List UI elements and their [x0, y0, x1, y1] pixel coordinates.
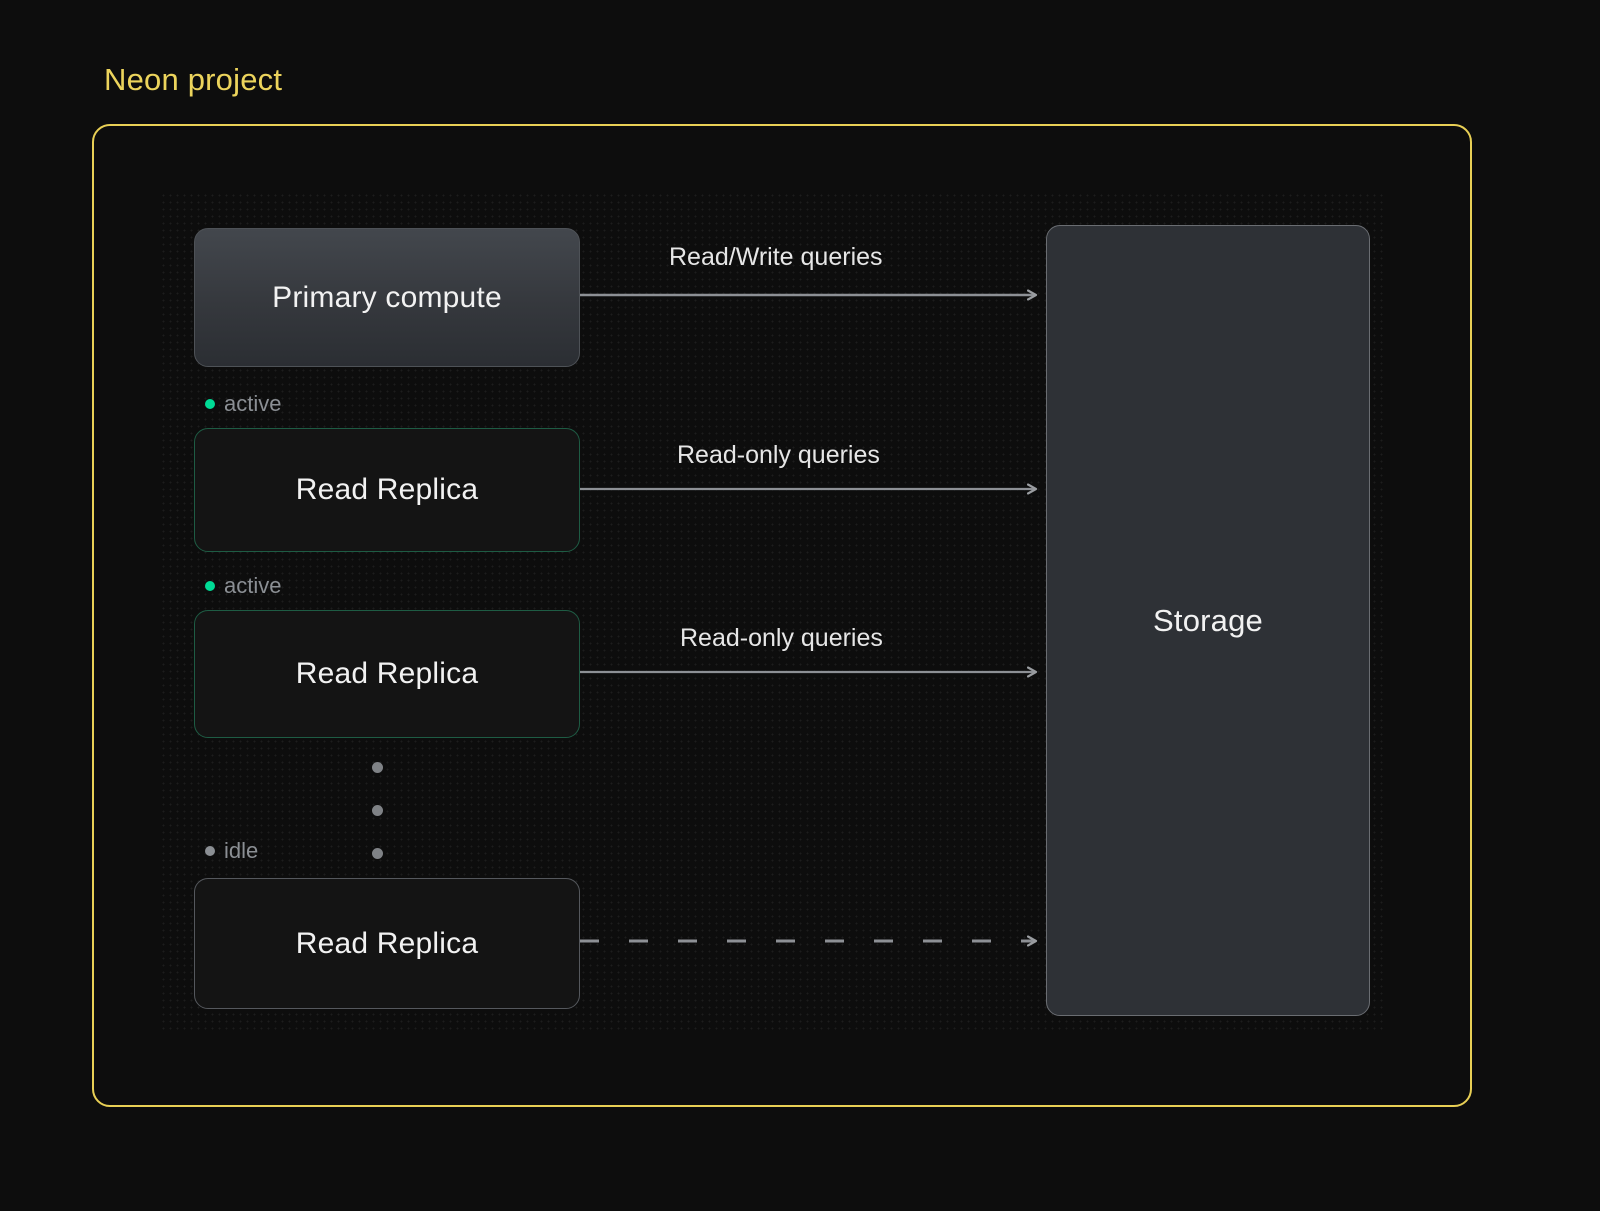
status-badge-replica-3: idle: [205, 838, 258, 864]
status-dot-idle-icon: [205, 846, 215, 856]
connector-label-read-write: Read/Write queries: [669, 243, 883, 271]
node-storage-label: Storage: [1153, 602, 1263, 638]
more-replicas-ellipsis-icon: [372, 762, 383, 859]
node-read-replica-3-label: Read Replica: [295, 926, 479, 960]
status-badge-replica-2: active: [205, 573, 281, 599]
node-primary-compute[interactable]: Primary compute: [194, 228, 580, 367]
node-primary-compute-label: Primary compute: [272, 280, 502, 314]
node-read-replica-1[interactable]: Read Replica: [194, 428, 580, 552]
ellipsis-dot: [372, 805, 383, 816]
status-badge-replica-3-label: idle: [224, 838, 259, 863]
status-badge-replica-1: active: [205, 391, 281, 417]
node-read-replica-2-label: Read Replica: [295, 657, 479, 690]
node-read-replica-1-label: Read Replica: [295, 473, 479, 506]
node-storage[interactable]: Storage: [1046, 225, 1370, 1016]
status-dot-active-icon: [205, 399, 215, 409]
ellipsis-dot: [372, 848, 383, 859]
project-boundary-frame: [92, 124, 1472, 1107]
node-read-replica-3[interactable]: Read Replica: [194, 878, 580, 1009]
ellipsis-dot: [372, 762, 383, 773]
status-badge-replica-1-label: active: [224, 391, 282, 416]
node-read-replica-2[interactable]: Read Replica: [194, 610, 580, 738]
page-title: Neon project: [104, 62, 283, 97]
connector-label-read-only-2: Read-only queries: [680, 624, 883, 652]
connector-label-read-only-1: Read-only queries: [677, 441, 880, 469]
status-badge-replica-2-label: active: [224, 573, 282, 598]
status-dot-active-icon: [205, 581, 215, 591]
